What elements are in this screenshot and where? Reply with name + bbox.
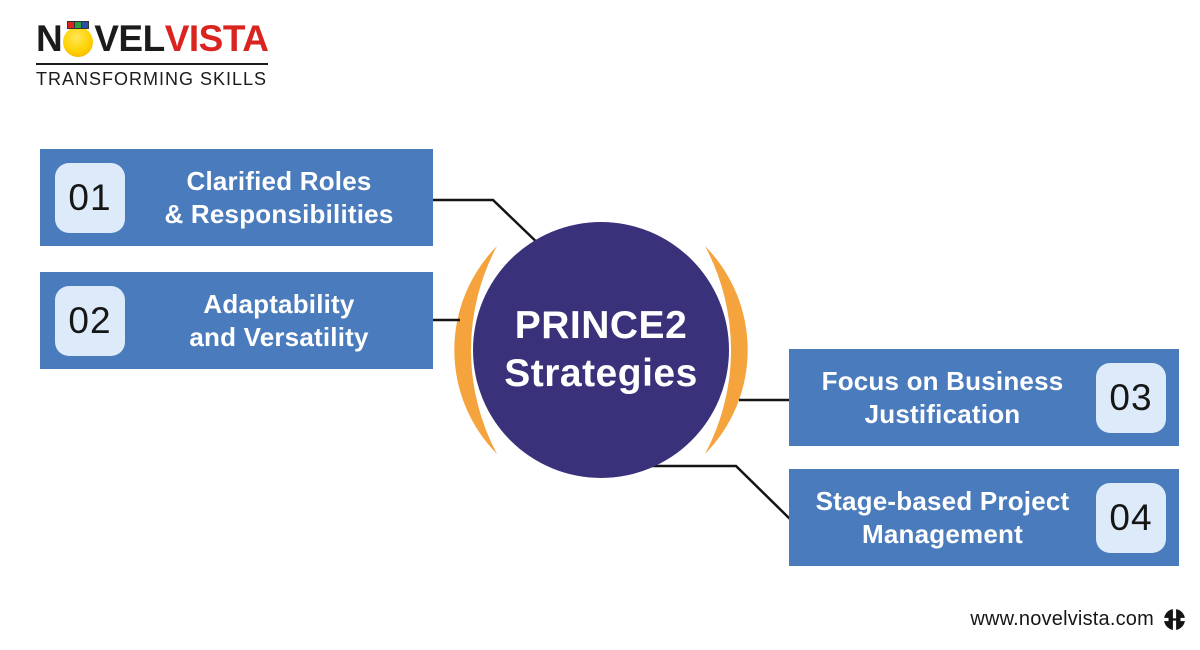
number-badge-2: 02 [55,285,125,356]
strategy-box-2: 02 Adaptability and Versatility [40,272,433,369]
strategy-label-1-line1: Clarified Roles [186,165,372,196]
connector-item-4 [650,464,792,521]
logo-text-vel: VEL [94,18,165,59]
logo-tagline: TRANSFORMING SKILLS [36,69,268,89]
strategy-box-1: 01 Clarified Roles & Responsibilities [40,149,433,246]
number-badge-2-text: 02 [68,299,112,341]
number-badge-4: 04 [1096,482,1166,553]
logo-text-n: N [36,18,63,59]
center-circle: PRINCE2 Strategies [473,222,729,478]
number-badge-1-text: 01 [68,176,112,218]
number-badge-3-text: 03 [1109,376,1153,418]
strategy-label-4-line1: Stage-based Project [815,485,1070,516]
footer-website-link[interactable]: www.novelvista.com [970,608,1154,630]
logo-rgb-squares-icon [67,20,90,29]
strategy-box-4: Stage-based Project Management 04 [789,469,1179,566]
strategy-label-3: Focus on Business Justification [789,365,1096,431]
connector-item-1 [416,198,546,251]
center-title-line1: PRINCE2 [514,304,688,347]
strategy-label-1: Clarified Roles & Responsibilities [125,165,433,231]
center-title-line2: Strategies [504,352,698,395]
strategy-label-2-line2: and Versatility [189,321,369,352]
strategy-label-3-line1: Focus on Business [821,365,1064,396]
strategy-label-2: Adaptability and Versatility [125,288,433,354]
logo-sun-icon [63,20,94,57]
strategy-box-3: Focus on Business Justification 03 [789,349,1179,446]
strategy-label-2-line1: Adaptability [203,288,355,319]
strategy-label-4-line2: Management [862,518,1023,549]
logo-text-vista: VISTA [164,18,269,59]
globe-icon [1163,608,1186,631]
number-badge-1: 01 [55,162,125,233]
right-arc-accent [705,246,748,454]
strategy-label-4: Stage-based Project Management [789,485,1096,551]
left-arc-accent [454,246,497,454]
number-badge-3: 03 [1096,362,1166,433]
strategy-label-3-line2: Justification [864,398,1021,429]
number-badge-4-text: 04 [1109,496,1153,538]
footer: www.novelvista.com [970,608,1186,631]
strategy-label-1-line2: & Responsibilities [164,198,394,229]
